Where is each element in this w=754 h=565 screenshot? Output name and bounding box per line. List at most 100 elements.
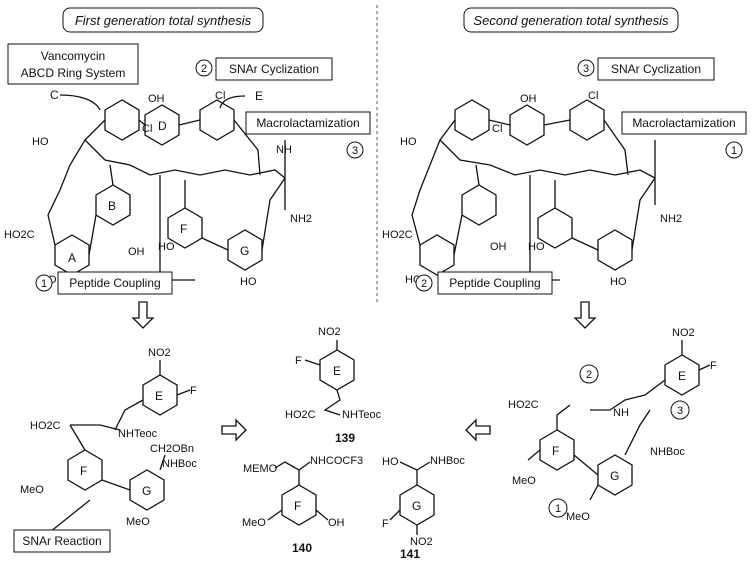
ring-letter-g-141: G [412, 499, 421, 513]
snar-cyclization-label-1: SNAr Cyclization [229, 62, 319, 76]
label-oh-d-2: OH [520, 93, 537, 105]
label-cl-e: Cl [215, 90, 225, 102]
label-ho-1: HO [32, 136, 49, 148]
bond-amide-3 [70, 424, 121, 431]
ring-letter-e: E [255, 89, 263, 103]
step-first-peptide: 1 [41, 278, 47, 290]
snar-reaction-box [13, 529, 111, 553]
bond-a-b-2 [453, 214, 463, 256]
retro-arrow-down-2 [573, 301, 597, 329]
bond-f-g-3 [101, 479, 131, 491]
step-first-snar: 2 [201, 63, 207, 75]
ring-letter-g: G [240, 244, 249, 258]
macrolactamization-label-1: Macrolactamization [256, 116, 359, 130]
step-circle-second-macro [725, 141, 743, 159]
peptide-coupling-box-2 [437, 271, 553, 295]
bond-c-d-2 [488, 119, 511, 126]
label-oh-a-2: OH [490, 241, 507, 253]
label-ho-141: HO [382, 456, 399, 468]
step-circle-first-macro [346, 141, 364, 159]
label-nh2-1: NH2 [290, 213, 312, 225]
macrolactamization-box-2 [621, 111, 747, 135]
compound-139-structure [304, 340, 355, 416]
label-oh-d: OH [148, 93, 165, 105]
peptide-coupling-label-1: Peptide Coupling [69, 276, 160, 290]
compound-139: 139 [335, 431, 355, 445]
intermediate-left [39, 360, 191, 541]
step-circle-first-snar [195, 59, 213, 77]
macrolactamization-label-2: Macrolactamization [632, 116, 735, 130]
label-ho-g: HO [240, 276, 257, 288]
ring-c-2 [454, 99, 490, 141]
ring-a-2 [419, 234, 455, 276]
bond-g-up-3 [159, 454, 166, 471]
label-nhboc-r: NHBoc [650, 446, 685, 458]
bond-f-g-2 [571, 237, 599, 251]
peptide-coupling-box-1 [57, 271, 173, 295]
ring-letter-d: D [158, 119, 167, 133]
vancomycin-label-box [7, 43, 139, 85]
bond-g-up-2 [631, 177, 656, 251]
label-no2-141: NO2 [410, 536, 433, 548]
label-nhteoc-139: NHTeoc [342, 409, 382, 421]
step-int-c: 1 [555, 503, 561, 515]
backbone-left [47, 119, 106, 246]
backbone-top [84, 139, 286, 179]
step-circle-int-c [548, 498, 568, 518]
label-ho-g-2: HO [610, 276, 627, 288]
label-ho-f: HO [158, 241, 175, 253]
ring-letter-e-139: E [333, 364, 341, 378]
step-circle-first-peptide [35, 274, 53, 292]
ring-e [199, 99, 235, 141]
second-gen-structure [411, 99, 656, 281]
ring-g [227, 229, 263, 271]
ring-letter-a: A [68, 251, 76, 265]
label-memo-140: MEMO [243, 463, 278, 475]
label-oh-140: OH [328, 517, 345, 529]
ring-e-2 [569, 99, 605, 141]
step-circle-int-b [670, 400, 690, 420]
bond-e-down-2 [603, 119, 629, 176]
ring-letter-c: C [50, 88, 59, 102]
bond-b-up-2 [475, 164, 480, 186]
ring-g-2 [597, 229, 633, 271]
label-ho2c-2: HO2C [382, 229, 413, 241]
step-int-b: 3 [677, 405, 683, 417]
label-ho2c-r: HO2C [508, 399, 539, 411]
retro-arrow-left [465, 418, 491, 442]
bond-f-g [201, 237, 229, 251]
intermediate-right [527, 340, 711, 501]
snar-cyclization-box-1 [215, 57, 333, 81]
ring-letter-f-3: F [80, 464, 87, 478]
label-no2-r: NO2 [672, 327, 695, 339]
arrow-e [219, 95, 246, 109]
label-f-141: F [382, 518, 389, 530]
label-nhboc-141: NHBoc [430, 455, 465, 467]
bond-b-up [109, 164, 114, 186]
peptide-coupling-label-2: Peptide Coupling [449, 276, 540, 290]
arrow-c [59, 94, 101, 111]
ring-a [54, 234, 90, 276]
ring-g-3 [129, 469, 165, 511]
label-ho-f-2: HO [528, 241, 545, 253]
ring-d-2 [509, 104, 545, 146]
ring-letter-b: B [108, 199, 116, 213]
label-no2-139: NO2 [318, 326, 341, 338]
header-first: First generation total synthesis [75, 13, 252, 28]
label-ho2c-3: HO2C [30, 420, 61, 432]
ring-letter-f-140: F [294, 499, 301, 513]
bond-f-up-3 [69, 424, 86, 451]
bond-a-b [88, 214, 97, 256]
bond-e-ch2 [114, 399, 144, 431]
label-ho2c-1: HO2C [4, 229, 35, 241]
backbone-left-2 [411, 119, 456, 246]
step-circle-int-a [579, 364, 599, 384]
step-second-snar: 3 [583, 63, 589, 75]
ring-letter-e-r: E [678, 369, 686, 383]
bond-e-down [233, 119, 261, 176]
label-nh-r: NH [613, 407, 629, 419]
ring-b-2 [461, 184, 497, 226]
label-nh-1: NH [276, 144, 292, 156]
label-meo-f-r: MeO [512, 475, 536, 487]
label-ho2c-139: HO2C [285, 409, 316, 421]
